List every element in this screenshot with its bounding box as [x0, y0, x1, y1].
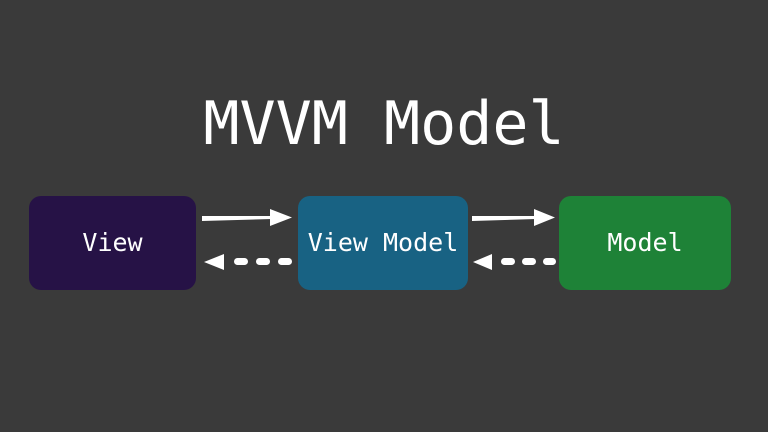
node-view-label: View: [82, 228, 143, 257]
node-view-model-label: View Model: [307, 228, 459, 257]
arrow-dashed-left-icon: [473, 254, 556, 270]
node-model[interactable]: Model: [559, 196, 731, 290]
connector-view-viewmodel: [196, 196, 298, 290]
arrow-solid-right-icon: [202, 209, 292, 226]
arrow-solid-right-icon: [472, 209, 555, 226]
node-view-model[interactable]: View Model: [298, 196, 468, 290]
page-title: MVVM Model: [203, 89, 565, 159]
node-view[interactable]: View: [29, 196, 196, 290]
arrow-dashed-left-icon: [204, 254, 292, 270]
node-model-label: Model: [607, 228, 683, 257]
connector-viewmodel-model: [468, 196, 559, 290]
